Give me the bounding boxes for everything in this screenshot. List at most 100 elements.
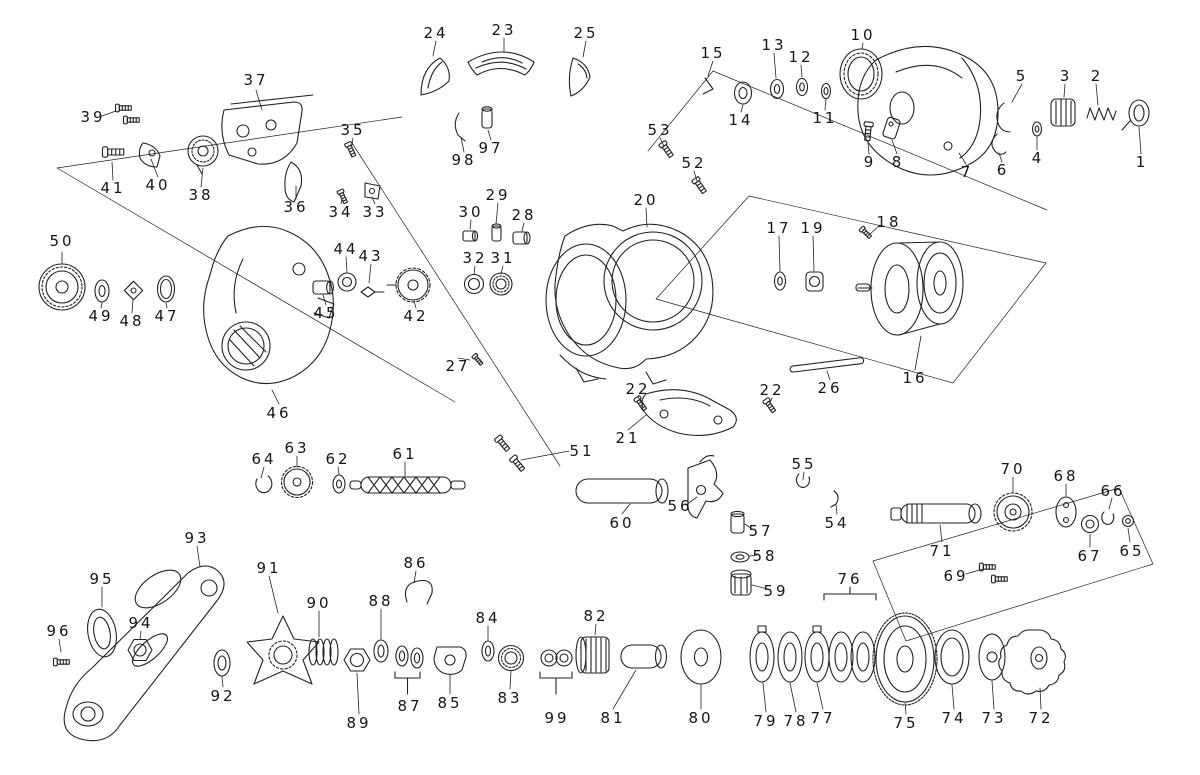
part-12-washer	[797, 79, 808, 96]
part-47-ring	[158, 276, 175, 302]
part-57-pin	[731, 511, 744, 533]
part-88-washer	[374, 640, 388, 662]
part-39-screws	[115, 103, 140, 125]
part-37-bridge	[222, 95, 313, 164]
part-41-screw	[101, 146, 125, 158]
part-65-washer	[1123, 516, 1134, 527]
part-42-pinion-gear	[387, 268, 430, 302]
part-15-clip	[703, 78, 713, 94]
part-62-washer	[333, 475, 345, 493]
part-85-cam-plate	[434, 647, 466, 674]
part-68-plate	[1056, 497, 1076, 527]
part-14-bearing	[735, 82, 752, 104]
part-74-washer	[935, 630, 969, 684]
part-71-shaft	[891, 504, 981, 523]
part-22-screw-right	[762, 396, 778, 415]
part-48-click-washer	[124, 281, 142, 299]
part-92-washer	[214, 650, 230, 676]
part-31-bearing	[490, 273, 512, 295]
part-96-screw	[53, 657, 70, 667]
part-80-disc	[681, 630, 721, 684]
part-5-clip	[997, 103, 1010, 132]
part-81-sleeve	[621, 645, 667, 668]
part-43-click-pin	[361, 287, 384, 297]
part-28-collar	[513, 232, 530, 244]
part-9-screw	[862, 121, 874, 142]
part-53-screw	[658, 139, 676, 160]
part-19-bearing	[806, 272, 823, 291]
part-2-spring	[1087, 108, 1116, 120]
part-17-washer	[775, 272, 786, 290]
part-97-pin	[482, 107, 492, 128]
part-79-drag-washer	[750, 626, 774, 682]
part-30-collar	[463, 231, 478, 241]
part-7-side-plate	[858, 46, 998, 175]
part-22-screw-left	[633, 394, 649, 413]
part-87-washers	[395, 646, 423, 694]
part-18-screw	[858, 225, 873, 240]
part-51-screws	[493, 434, 527, 473]
part-24-cover	[421, 58, 449, 95]
part-99-washers	[540, 650, 572, 694]
part-27-screw	[471, 352, 485, 367]
part-66-e-clip	[1102, 512, 1114, 524]
part-77-drag-washer	[805, 626, 829, 682]
part-61-worm-shaft	[350, 477, 465, 493]
part-44-bearing	[338, 273, 356, 291]
part-55-e-clip	[797, 474, 810, 487]
part-20-frame	[546, 224, 713, 384]
part-21-kick-plate	[642, 390, 736, 436]
part-83-bearing	[499, 646, 524, 671]
part-78-drag-washer	[778, 632, 802, 682]
part-16-spool	[856, 242, 963, 335]
part-35-screw	[343, 140, 358, 159]
part-56-clutch-cam	[688, 456, 723, 518]
part-89-nut	[344, 649, 370, 671]
part-70-gear	[994, 493, 1032, 531]
part-32-ring	[465, 275, 484, 294]
part-36-lever	[285, 162, 302, 202]
part-94-nut	[128, 640, 152, 661]
part-60-worm-shield	[576, 479, 668, 503]
part-23-thumb-rest	[468, 52, 534, 75]
part-95-plate	[84, 607, 120, 659]
part-91-star-drag	[247, 616, 319, 684]
part-50-tension-knob	[39, 264, 85, 310]
part-64-e-clip	[256, 476, 272, 493]
part-75-main-gear	[873, 613, 937, 705]
part-54-spring-pin	[831, 491, 838, 507]
part-45-collar	[313, 281, 333, 294]
part-49-washer	[95, 280, 109, 302]
part-73-ratchet	[979, 634, 1005, 680]
part-63-gear	[282, 467, 313, 498]
leader-lines	[59, 38, 1141, 714]
part-98-spring-clip	[455, 113, 465, 141]
part-11-washer	[822, 84, 831, 99]
part-13-washer	[771, 80, 784, 99]
part-34-screw	[336, 188, 350, 205]
part-26-shaft	[790, 357, 864, 372]
part-4-washer	[1033, 122, 1042, 136]
part-90-spring	[309, 639, 338, 665]
part-59-cap	[731, 570, 751, 595]
part-72-wave-plate	[999, 630, 1066, 694]
part-58-washer	[731, 552, 749, 562]
part-40-clutch-lever	[139, 143, 160, 167]
guide-lines	[57, 71, 1153, 641]
part-33-plate	[365, 183, 380, 199]
part-29-pin	[492, 224, 501, 241]
part-82-roller-clutch	[576, 637, 609, 673]
part-38-gear	[188, 136, 218, 174]
part-8-clip-plate	[882, 117, 901, 140]
part-69-screws	[979, 562, 1008, 584]
part-67-bearing	[1082, 516, 1099, 533]
part-3-cast-knob	[1051, 99, 1075, 126]
part-84-washer	[482, 641, 494, 661]
part-10-gear-ring	[840, 49, 882, 99]
part-25-cover	[569, 58, 590, 96]
part-93-handle-arm	[64, 563, 224, 741]
part-52-screw	[691, 175, 709, 196]
part-86-wire-clip	[405, 581, 432, 605]
